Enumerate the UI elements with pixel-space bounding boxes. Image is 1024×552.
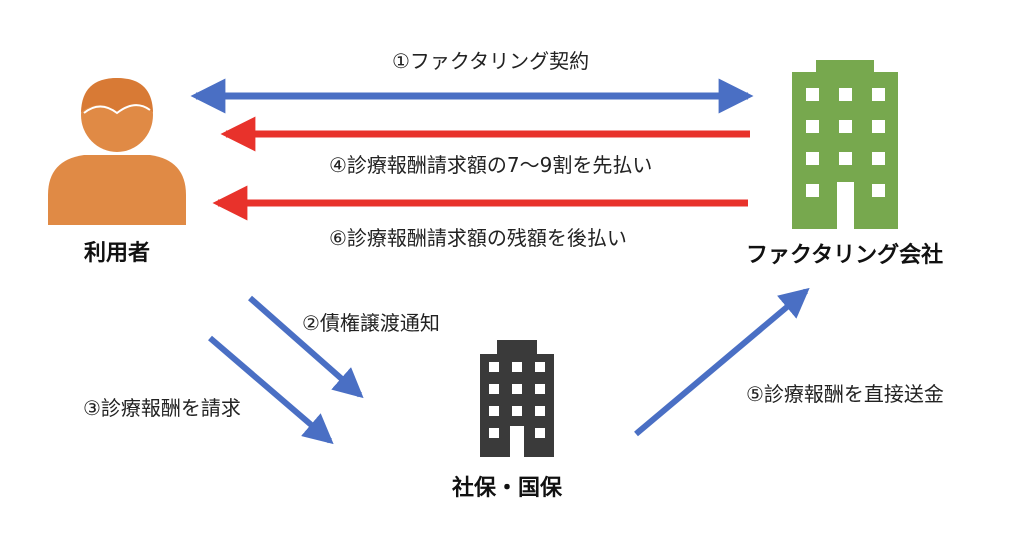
arrow-direct-remittance: [634, 287, 810, 437]
step-5-label: ⑤診療報酬を直接送金: [746, 382, 944, 406]
user-label: 利用者: [84, 241, 151, 266]
step-2-label: ②債権譲渡通知: [302, 311, 440, 335]
insurer-label: 社保・国保: [452, 476, 563, 501]
step-6-label: ⑥診療報酬請求額の残額を後払い: [329, 226, 627, 250]
step-1-label: ①ファクタリング契約: [392, 49, 590, 73]
factoring-company-label: ファクタリング会社: [746, 243, 944, 268]
arrow-claim: [208, 335, 334, 445]
person-icon: [48, 78, 186, 225]
step-4-label: ④診療報酬請求額の7〜9割を先払い: [329, 153, 653, 177]
arrow-assignment-notice: [248, 295, 364, 399]
insurer-building-icon: [480, 340, 554, 457]
factoring-building-icon: [792, 60, 898, 229]
step-3-label: ③診療報酬を請求: [83, 396, 241, 420]
